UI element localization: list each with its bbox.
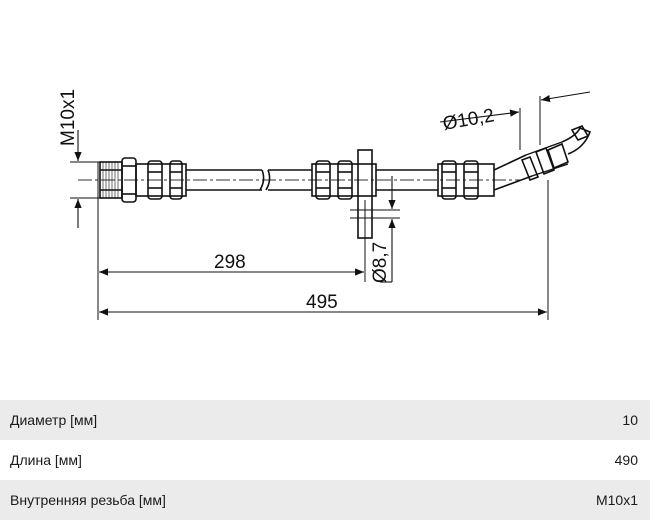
bracket-hole-label: Ø8,7 (370, 242, 391, 283)
spec-label: Внутренняя резьба [мм] (10, 492, 166, 508)
dim-od-right-arrow (540, 91, 591, 103)
spec-label: Длина [мм] (10, 452, 82, 468)
spec-row-length: Длина [мм] 490 (0, 440, 650, 480)
spec-value: 490 (614, 452, 638, 468)
left-crimp-ferrule (135, 160, 187, 200)
right-crimp-ferrule (437, 160, 495, 200)
thread-label: M10x1 (58, 89, 79, 146)
dim-od-left-arrow (439, 109, 520, 123)
hose-technical-drawing: M10x1 Ø10,2 Ø8,7 298 495 (58, 89, 592, 320)
spec-label: Диаметр [мм] (10, 412, 98, 428)
spec-row-thread: Внутренняя резьба [мм] M10x1 (0, 480, 650, 520)
middle-crimp-ferrule (311, 160, 377, 200)
outer-diameter-label: Ø10,2 (441, 105, 496, 135)
extension-lines (70, 96, 549, 320)
total-length-label: 495 (306, 292, 338, 313)
spec-value: M10x1 (595, 492, 638, 508)
dimension-lines (74, 91, 591, 316)
length-to-bracket-label: 298 (214, 252, 246, 273)
specs-table: Диаметр [мм] 10 Длина [мм] 490 Внутрення… (0, 400, 650, 520)
spec-value: 10 (622, 412, 638, 428)
spec-row-diameter: Диаметр [мм] 10 (0, 400, 650, 440)
right-bent-fitting (493, 125, 592, 191)
hose-body (186, 169, 438, 191)
